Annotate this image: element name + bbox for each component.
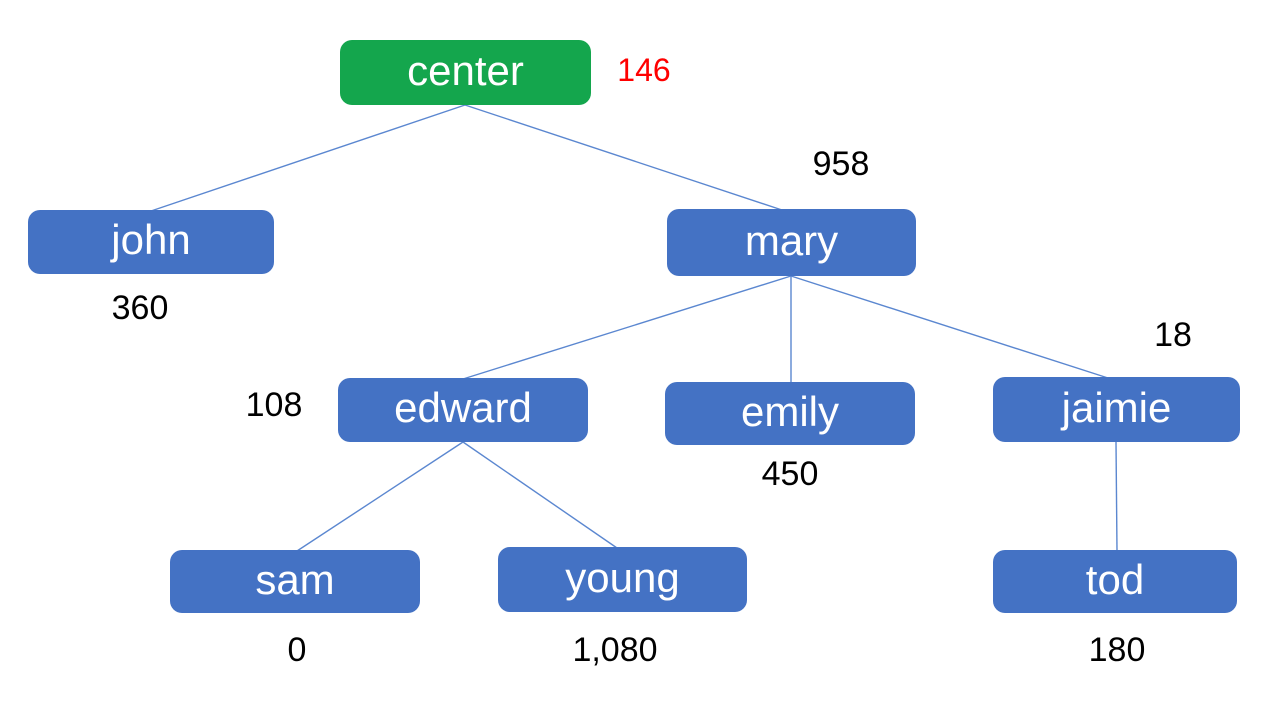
- value-john: 360: [111, 289, 169, 327]
- value-jaimie: 18: [1154, 316, 1192, 354]
- value-mary: 958: [812, 145, 870, 183]
- value-young: 1,080: [572, 631, 658, 669]
- node-john-label: john: [111, 216, 191, 263]
- node-mary-label: mary: [744, 216, 839, 264]
- edge-edward-sam: [296, 441, 464, 552]
- node-sam-label: sam: [255, 555, 335, 603]
- value-emily: 450: [761, 455, 819, 493]
- node-center[interactable]: center: [340, 40, 591, 105]
- node-young-label: young: [565, 553, 680, 601]
- edge-edward-young: [462, 441, 618, 549]
- value-edward: 108: [245, 386, 303, 424]
- node-tod[interactable]: tod: [993, 550, 1237, 613]
- node-john[interactable]: john: [28, 210, 274, 274]
- edge-mary-edward: [462, 275, 792, 380]
- node-jaimie[interactable]: jaimie: [993, 377, 1240, 442]
- node-mary[interactable]: mary: [667, 209, 916, 276]
- node-edward[interactable]: edward: [338, 378, 588, 442]
- node-edward-label: edward: [394, 384, 532, 431]
- value-tod: 180: [1088, 631, 1146, 669]
- node-emily-label: emily: [740, 387, 839, 435]
- value-center: 146: [617, 52, 671, 88]
- node-jaimie-label: jaimie: [1061, 383, 1172, 431]
- node-young[interactable]: young: [498, 547, 747, 612]
- edge-mary-jaimie: [790, 275, 1109, 379]
- edge-center-mary: [464, 104, 783, 211]
- edge-jaimie-tod: [1115, 441, 1118, 552]
- node-tod-label: tod: [1085, 555, 1145, 603]
- node-center-label: center: [407, 46, 524, 94]
- node-emily[interactable]: emily: [665, 382, 915, 445]
- edge-center-john: [150, 104, 466, 212]
- node-sam[interactable]: sam: [170, 550, 420, 613]
- value-sam: 0: [287, 631, 307, 669]
